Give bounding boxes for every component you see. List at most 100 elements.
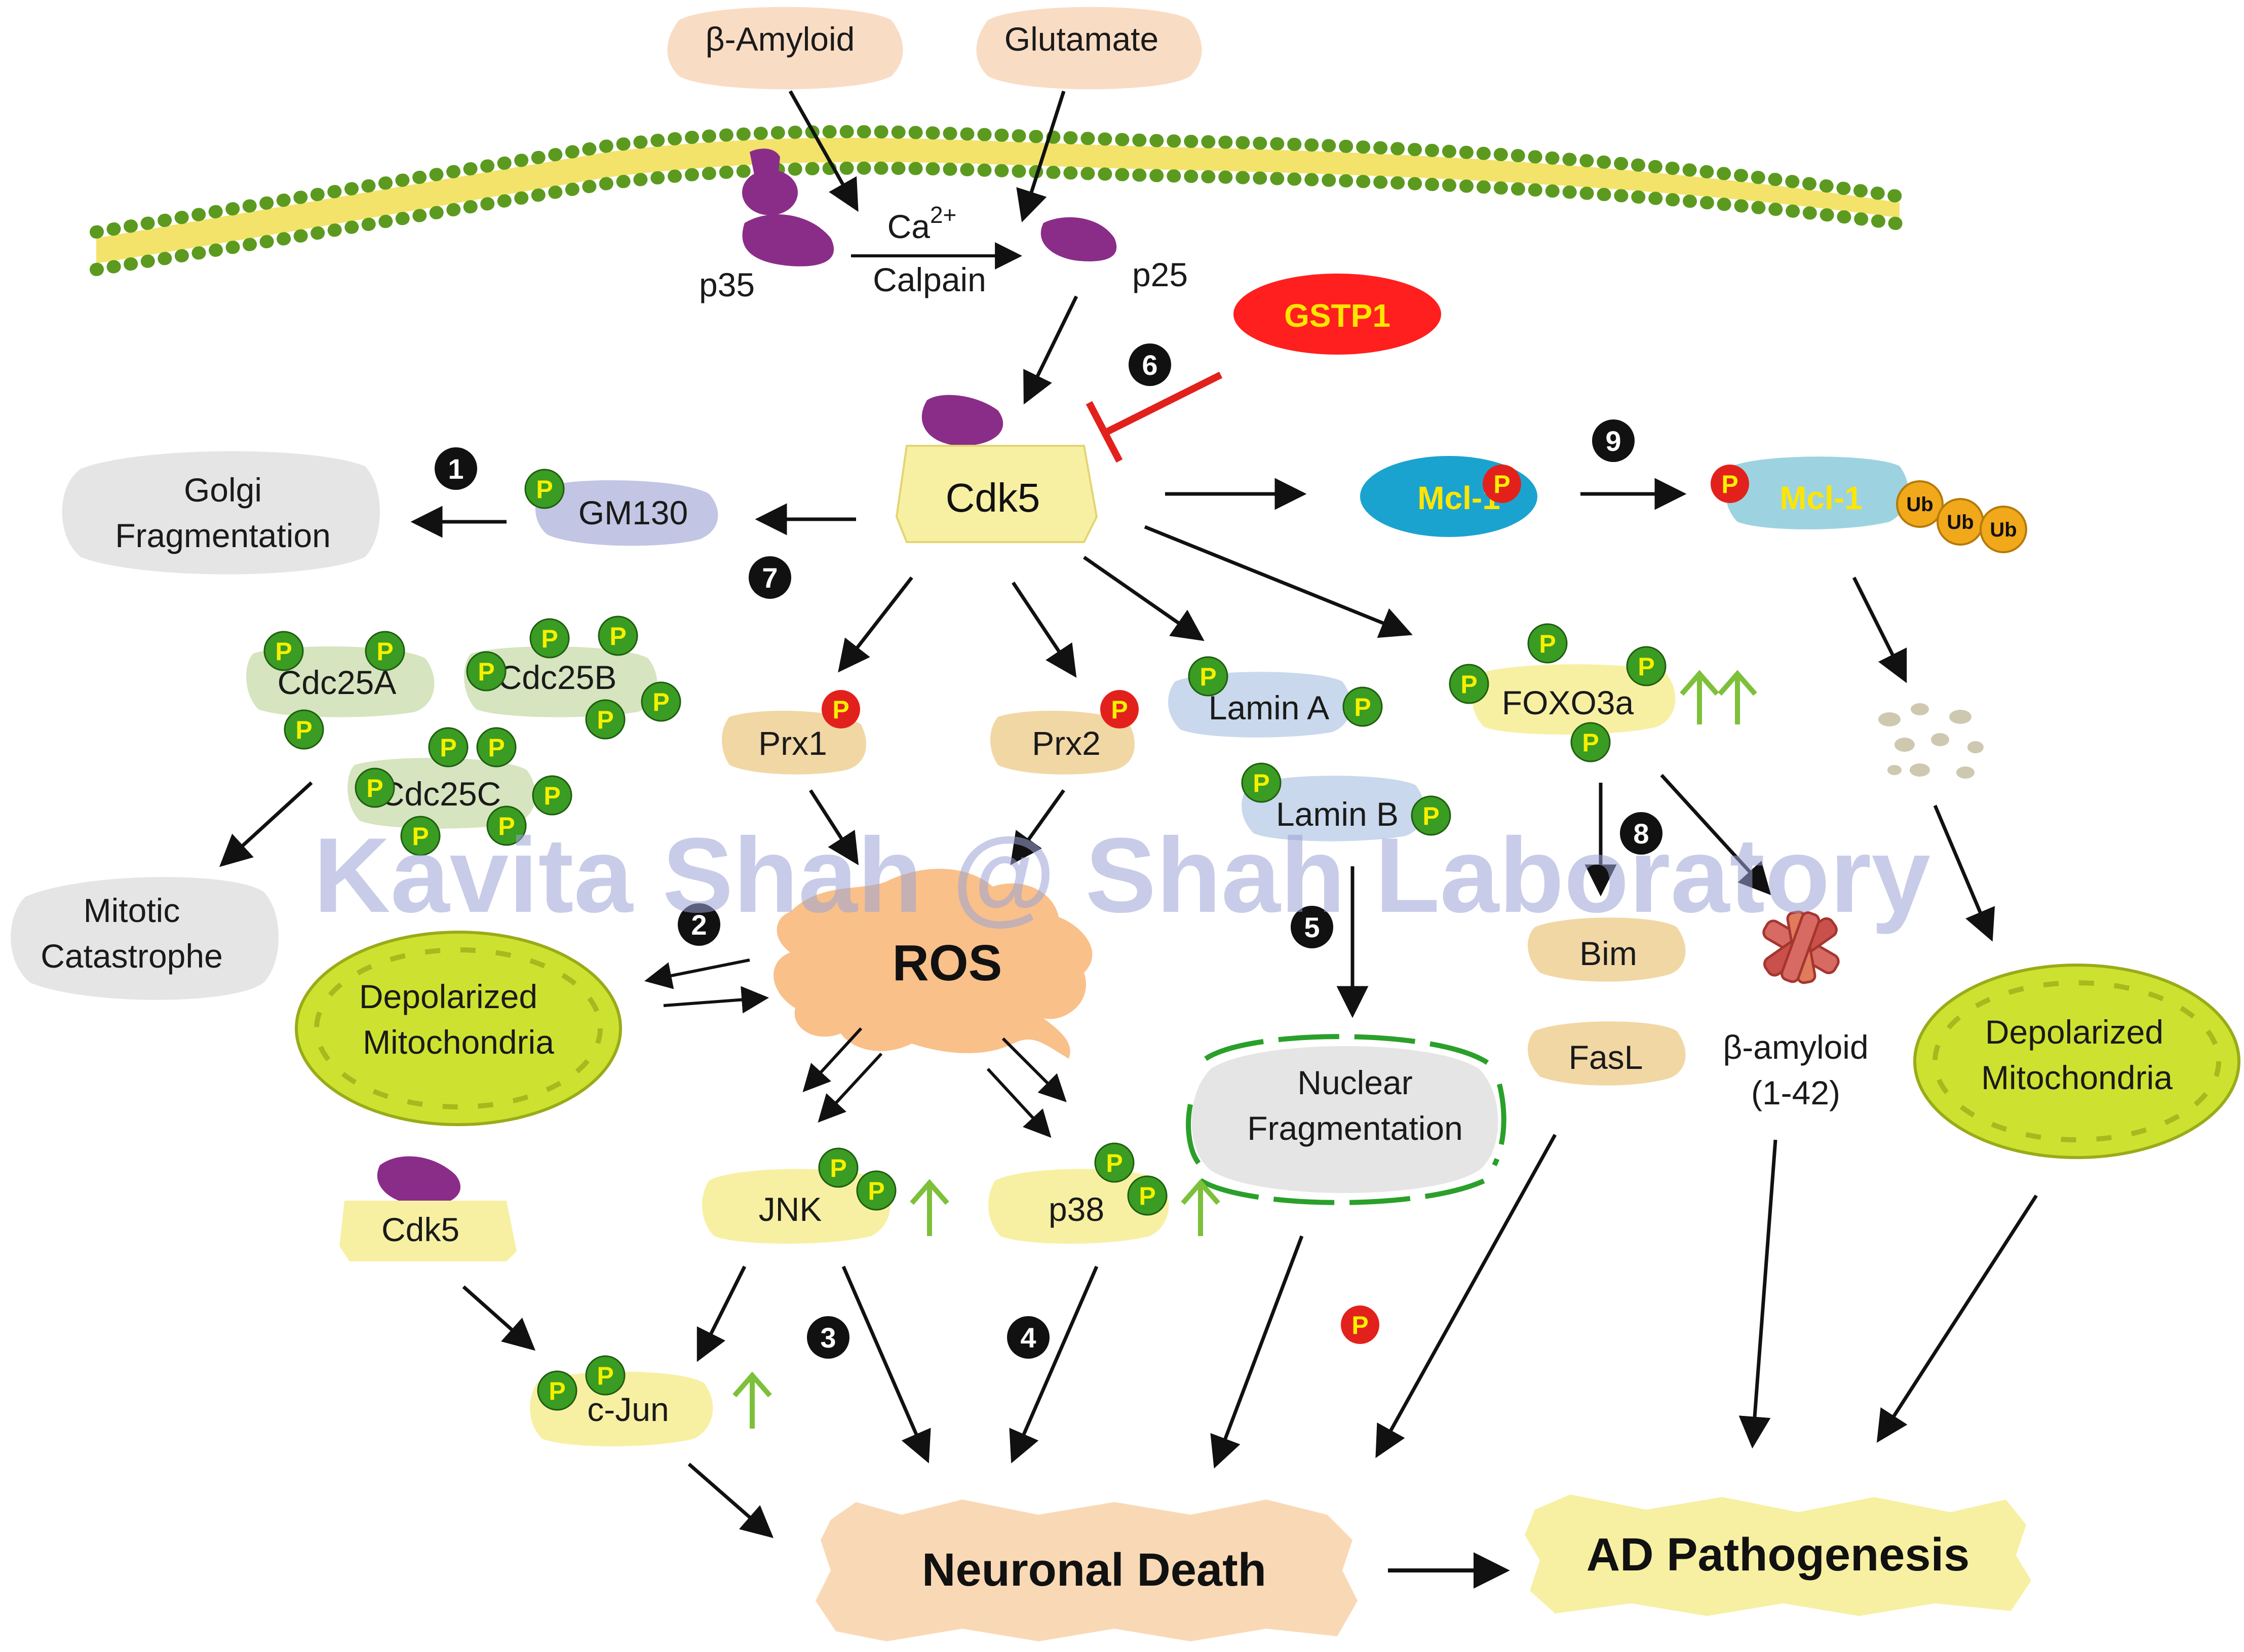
glutamate-stimulus: Glutamate [976,7,1202,90]
phosphate-green-icon: P [1188,656,1228,697]
phosphate-green-icon: P [532,775,572,816]
foxo3a-to-abeta-arrow [1660,774,1771,895]
golgi-fragmentation: Golgi Fragmentation [62,451,380,574]
abeta-to-ad-arrow [1738,1139,1777,1449]
phosphate-green-icon: P [1127,1175,1168,1216]
abeta-aggregate-icon [1762,910,1840,984]
ubiquitin-label: Ub [1990,519,2017,541]
phosphate-green-icon: P [1411,795,1451,836]
ros-burst: ROS [773,869,1093,1059]
fasl-protein: FasL [1528,1021,1686,1086]
p25-to-cdk5-arrow [1023,295,1078,405]
step-3-badge: 3 [807,1316,849,1359]
bim-protein: Bim [1528,917,1686,982]
mito-right-line2: Mitochondria [1981,1059,2173,1096]
ubiquitin-icon: Ub [1937,498,1984,546]
p38-protein: p38 [988,1169,1169,1244]
step-number: 6 [1142,349,1157,381]
step-2-badge: 2 [678,903,720,946]
phosphate-green-icon: P [641,681,681,722]
mito-to-ros-arrow [663,986,769,1014]
phosphate-green-icon: P [400,816,441,856]
phosphate-green-icon: P [524,469,565,509]
ros-to-p38-arrow-2 [986,1067,1052,1138]
cdk5-to-foxo3a-arrow [1144,525,1413,638]
phosphate-green-icon: P [537,1370,577,1411]
phosphate-label: P [1582,728,1599,757]
phosphate-label: P [1638,652,1654,681]
cdc25a-label: Cdc25A [278,664,397,701]
phosphate-label: P [366,774,383,802]
foxo3a-label: FOXO3a [1502,684,1634,721]
phosphate-green-icon: P [1570,722,1611,762]
phosphate-label: P [376,637,393,666]
nuclear-line1: Nuclear [1297,1064,1412,1101]
jnk-label: JNK [759,1190,822,1228]
phosphate-label: P [295,716,312,744]
degraded-fragments-icon [1878,703,1984,779]
step-number: 8 [1633,818,1649,850]
ros-to-jnk-arrow-2 [818,1052,883,1123]
ubiquitin-icon: Ub [1896,480,1944,528]
cdk5-to-prx2-arrow [1012,582,1077,678]
prx1-to-ros-arrow [809,789,859,865]
cdc25-to-mitotic-arrow [219,781,313,867]
phosphate-label: P [1139,1182,1155,1210]
phosphate-label: P [652,688,669,716]
ubiquitin-label: Ub [1906,493,1933,516]
amyloid-stimulus: β-Amyloid [667,7,903,90]
phosphate-green-icon: P [284,709,324,750]
step-9-badge: 9 [1592,419,1635,462]
phosphate-label: P [1460,670,1477,699]
jnk-up-arrow [910,1179,949,1236]
phosphate-green-icon: P [428,727,469,767]
phosphate-green-icon: P [263,631,304,671]
phosphate-red-icon: P [822,690,860,728]
prx1-label: Prx1 [758,724,827,762]
phosphate-label: P [597,706,613,734]
step-number: 3 [820,1322,836,1354]
phosphate-label: P [275,637,292,666]
cdk5-to-prx1-arrow [838,576,913,673]
cdc25c-protein: Cdc25C [347,758,536,829]
phosphate-green-icon: P [818,1147,859,1188]
phosphate-label: P [440,734,456,762]
step-number: 4 [1020,1322,1036,1354]
cdc25b-protein: Cdc25B [464,646,657,717]
phosphate-label: P [549,1377,565,1405]
mito-left-line1: Depolarized [359,978,537,1015]
p25-protein: p25 [1040,217,1188,293]
foxo3a-up-arrow-2 [1718,670,1757,724]
mito-right-to-ad-arrow [1876,1195,2038,1443]
phosphate-label: P [1493,470,1510,498]
phosphate-label: P [597,1362,613,1390]
phosphate-green-icon: P [365,631,405,671]
lamin-b-label: Lamin B [1276,795,1399,833]
phosphate-label: P [1351,1311,1368,1339]
phosphate-label: P [1200,663,1216,691]
cdc25b-label: Cdc25B [498,659,617,696]
phosphate-label: P [488,734,505,762]
amyloid-arrow [788,90,859,212]
p38-label: p38 [1049,1190,1104,1228]
prx2-protein: Prx2 [990,711,1135,775]
phosphate-green-icon: P [1527,623,1568,664]
step-6-badge: 6 [1129,343,1171,386]
p25-label: p25 [1132,256,1188,293]
p35-label: p35 [699,266,755,303]
phosphate-label: P [536,475,553,504]
cell-membrane [90,125,1906,276]
mito-right-line1: Depolarized [1985,1013,2163,1051]
phosphate-label: P [1422,802,1439,830]
cdk5-label: Cdk5 [946,475,1040,520]
mitochondria-left: Depolarized Mitochondria [295,931,622,1126]
phosphate-green-icon: P [1241,762,1282,803]
step-4-badge: 4 [1007,1316,1050,1359]
gm130-protein: GM130 [535,480,718,546]
phosphate-green-icon: P [466,651,507,691]
phosphate-red-icon: P [1483,465,1521,503]
nuclear-line2: Fragmentation [1247,1109,1463,1147]
golgi-line2: Fragmentation [115,517,331,554]
